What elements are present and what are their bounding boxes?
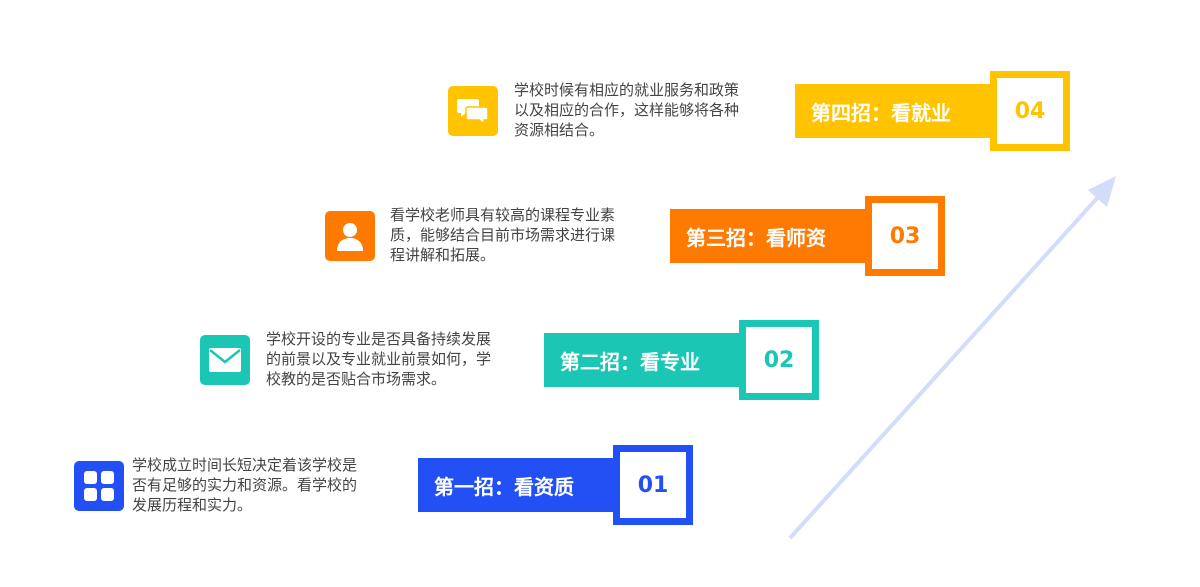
- step-2-number: 02: [739, 320, 819, 400]
- step-1-icon-box: [74, 461, 124, 511]
- grid-icon: [84, 471, 114, 501]
- person-icon: [337, 223, 363, 251]
- envelope-icon: [209, 348, 241, 372]
- step-4-number: 04: [990, 71, 1070, 151]
- step-3-number: 03: [865, 196, 945, 276]
- step-4-description: 学校时候有相应的就业服务和政策 以及相应的合作，这样能够将各种 资源相结合。: [514, 81, 740, 139]
- step-2-description: 学校开设的专业是否具备持续发展 的前景以及专业就业前景如何，学 校教的是否贴合市…: [266, 330, 492, 388]
- step-3-icon-box: [325, 211, 375, 261]
- step-4-icon-box: [448, 86, 498, 136]
- step-1-number: 01: [613, 445, 693, 525]
- step-3-description: 看学校老师具有较高的课程专业素 质，能够结合目前市场需求进行课 程讲解和拓展。: [390, 206, 616, 264]
- arrow-head: [1088, 176, 1116, 207]
- arrow-shaft: [788, 193, 1102, 540]
- step-4-bar: 第四招：看就业: [795, 84, 1025, 138]
- step-2-bar: 第二招：看专业: [544, 333, 774, 387]
- step-1-description: 学校成立时间长短决定着该学校是 否有足够的实力和资源。看学校的 发展历程和实力。: [132, 456, 358, 514]
- step-2-icon-box: [200, 335, 250, 385]
- chat-bubbles-icon: [457, 99, 489, 126]
- step-1-bar: 第一招：看资质: [418, 458, 648, 512]
- step-3-bar: 第三招：看师资: [670, 209, 900, 263]
